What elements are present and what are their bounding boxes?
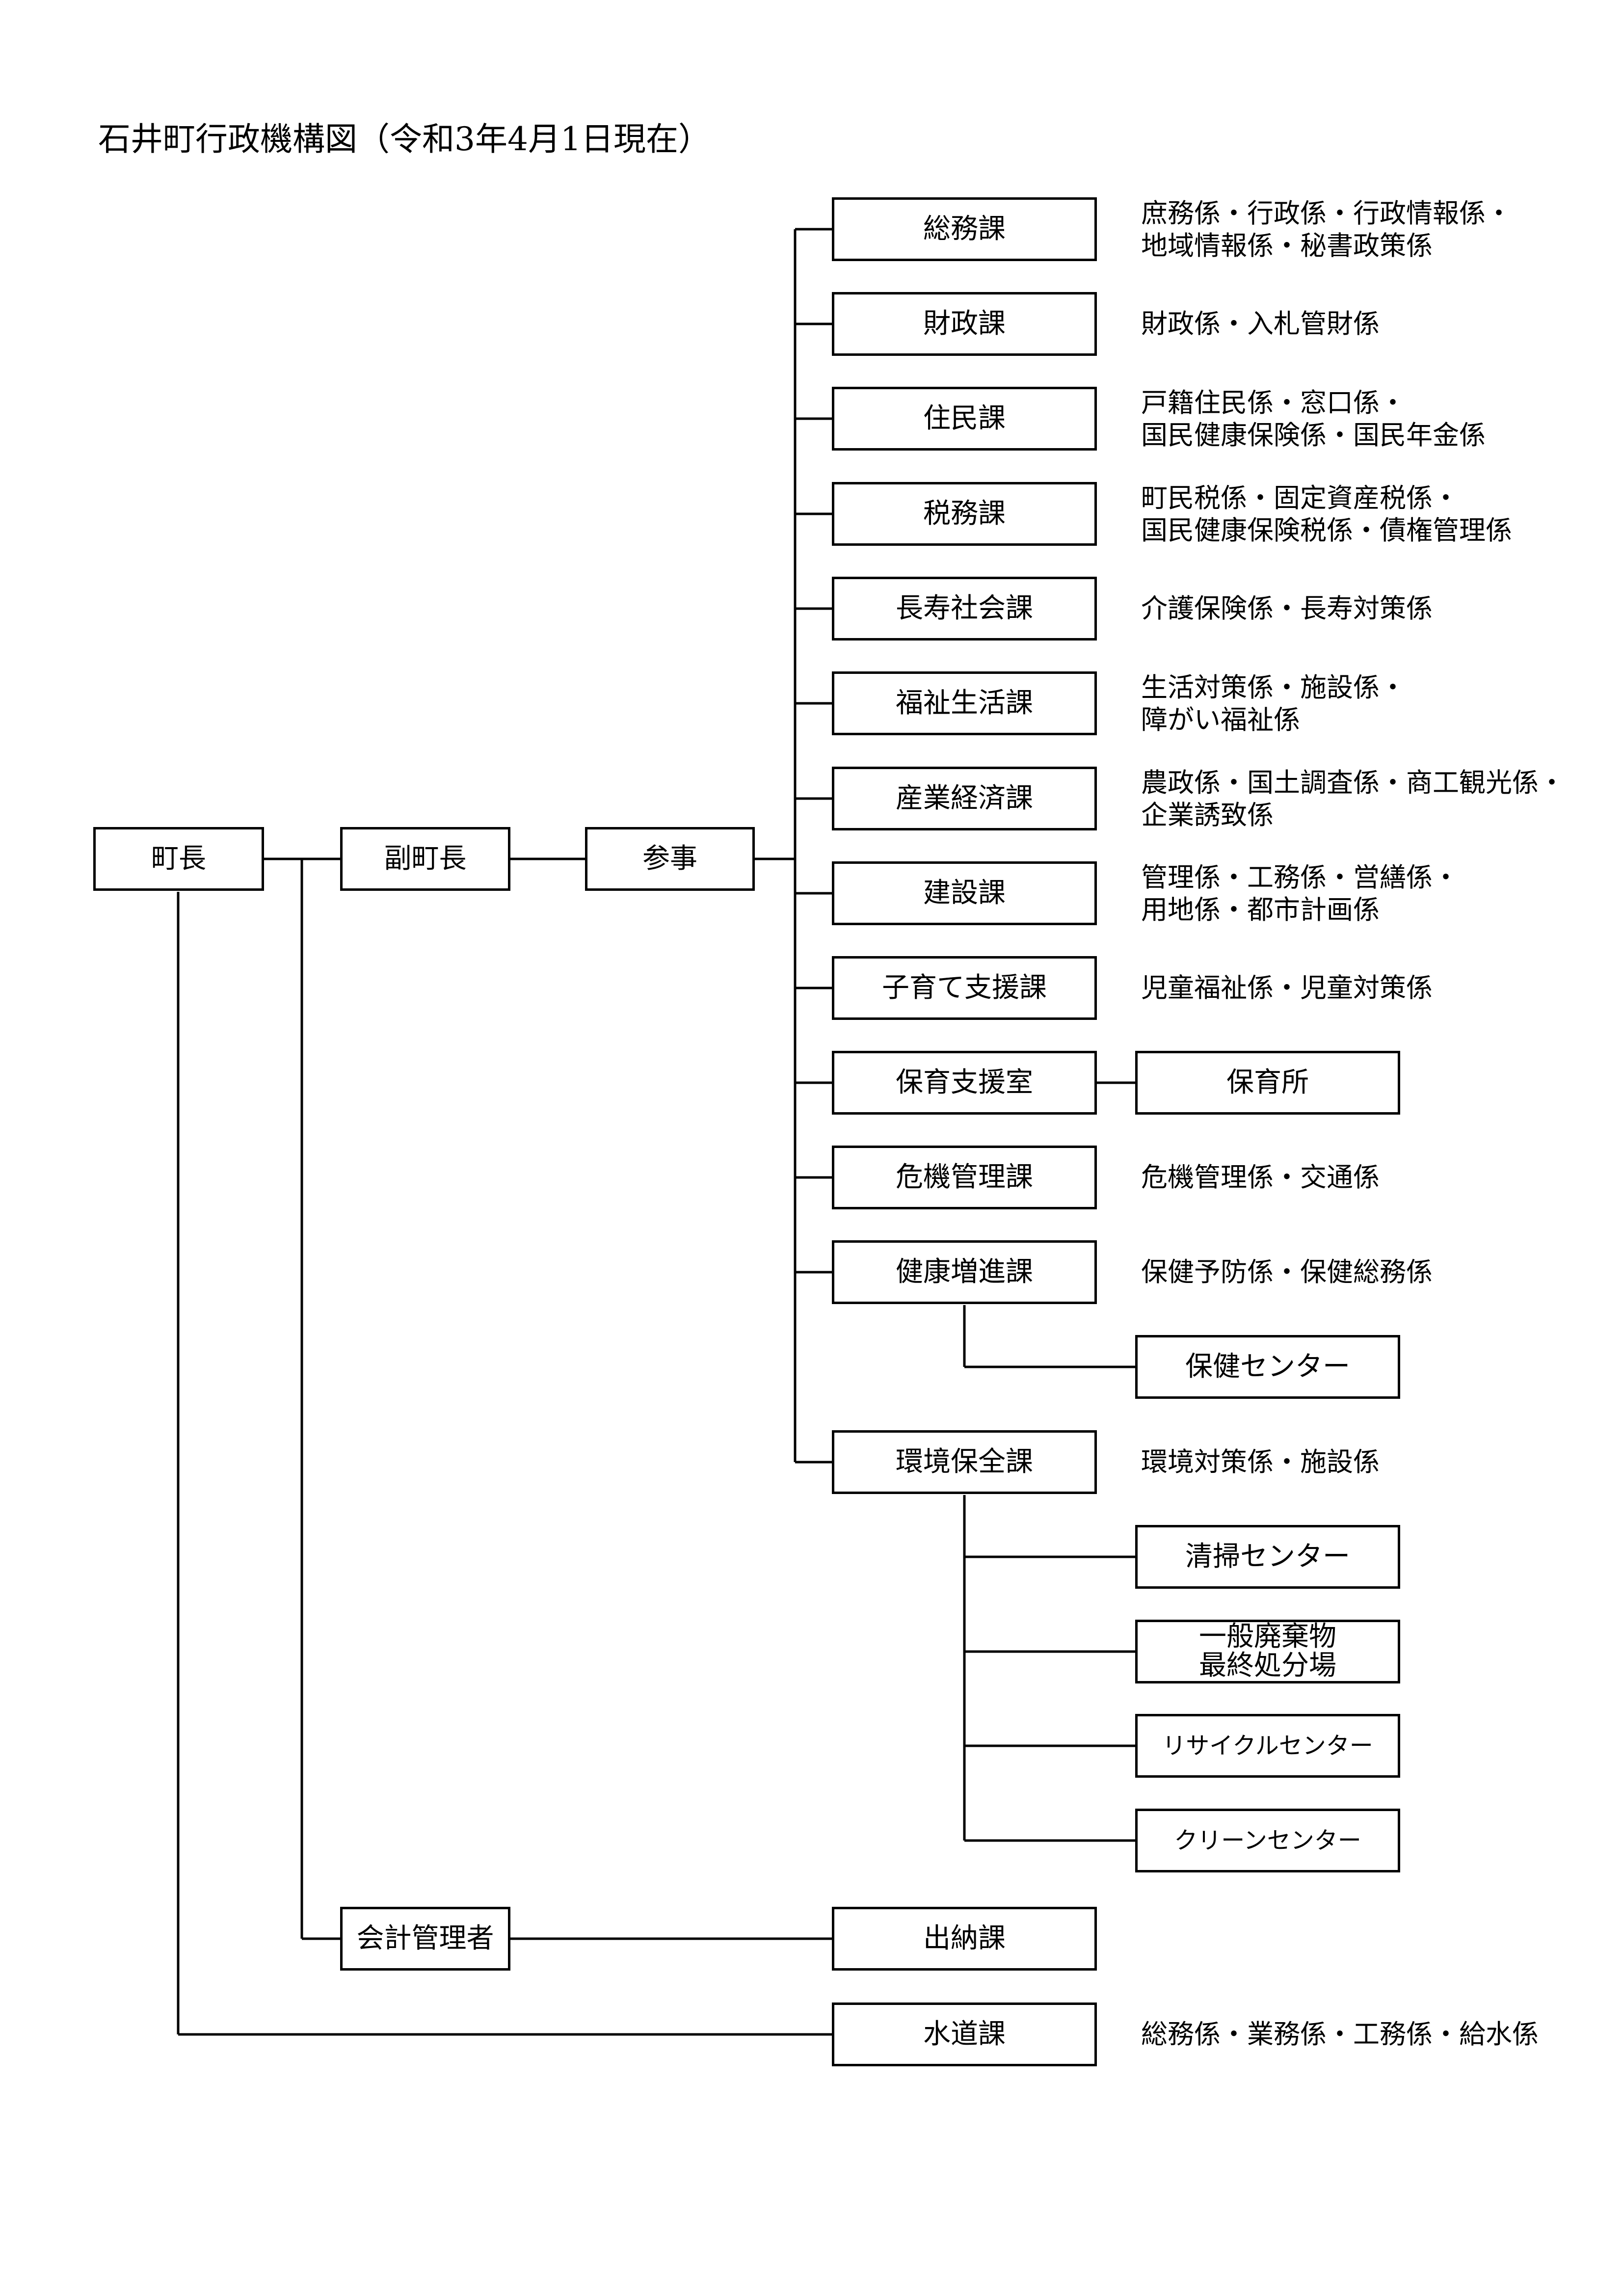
dept-box-soumu: 総務課 <box>832 197 1097 261</box>
accountant-box: 会計管理者 <box>340 1907 510 1971</box>
accountant-label: 会計管理者 <box>356 1922 494 1954</box>
deputy-mayor-box: 副町長 <box>340 827 510 891</box>
dept-sections-kankyo: 環境対策係・施設係 <box>1141 1446 1380 1478</box>
section-text: 国民健康保険税係・債権管理係 <box>1141 515 1512 546</box>
facility-box-cleaning-center: 清掃センター <box>1135 1525 1400 1589</box>
facility-box-landfill: 一般廃棄物 最終処分場 <box>1135 1620 1400 1683</box>
counselor-label: 参事 <box>642 842 697 875</box>
dept-box-kankyo: 環境保全課 <box>832 1430 1097 1494</box>
section-text: 環境対策係・施設係 <box>1141 1446 1380 1477</box>
facility-label: クリーンセンター <box>1174 1826 1361 1854</box>
dept-box-kenko: 健康増進課 <box>832 1240 1097 1304</box>
dept-box-fukushi: 福祉生活課 <box>832 671 1097 735</box>
dept-box-suitou: 出納課 <box>832 1907 1097 1971</box>
dept-box-suido: 水道課 <box>832 2002 1097 2066</box>
dept-box-jumin: 住民課 <box>832 387 1097 451</box>
dept-box-sangyo: 産業経済課 <box>832 767 1097 830</box>
facility-label-line1: 一般廃棄物 <box>1199 1621 1336 1653</box>
dept-sections-fukushi: 生活対策係・施設係・ 障がい福祉係 <box>1141 671 1406 736</box>
section-text: 用地係・都市計画係 <box>1141 894 1380 925</box>
facility-label: 保健センター <box>1185 1350 1350 1383</box>
dept-label: 保育支援室 <box>896 1066 1033 1098</box>
facility-label: リサイクルセンター <box>1162 1732 1373 1760</box>
section-text: 農政係・国土調査係・商工観光係・ <box>1141 767 1565 798</box>
facility-box-clean-center: クリーンセンター <box>1135 1809 1400 1872</box>
section-text: 庶務係・行政係・行政情報係・ <box>1141 198 1512 229</box>
section-text: 地域情報係・秘書政策係 <box>1141 230 1433 261</box>
dept-sections-suido: 総務係・業務係・工務係・給水係 <box>1141 2018 1539 2051</box>
dept-sections-kiki: 危機管理係・交通係 <box>1141 1161 1380 1194</box>
section-text: 国民健康保険係・国民年金係 <box>1141 420 1486 451</box>
section-text: 総務係・業務係・工務係・給水係 <box>1141 2019 1539 2050</box>
dept-sections-sangyo: 農政係・国土調査係・商工観光係・ 企業誘致係 <box>1141 767 1565 831</box>
dept-label: 住民課 <box>923 402 1006 434</box>
section-text: 介護保険係・長寿対策係 <box>1141 593 1433 624</box>
facility-box-nursery: 保育所 <box>1135 1051 1400 1115</box>
dept-sections-kensetsu: 管理係・工務係・営繕係・ 用地係・都市計画係 <box>1141 861 1459 926</box>
section-text: 町民税係・固定資産税係・ <box>1141 482 1459 513</box>
dept-box-kiki: 危機管理課 <box>832 1146 1097 1209</box>
dept-box-zaisei: 財政課 <box>832 292 1097 356</box>
section-text: 戸籍住民係・窓口係・ <box>1141 387 1406 418</box>
section-text: 生活対策係・施設係・ <box>1141 672 1406 703</box>
dept-box-zeimu: 税務課 <box>832 482 1097 546</box>
dept-sections-kenko: 保健予防係・保健総務係 <box>1141 1256 1433 1288</box>
dept-label: 建設課 <box>923 877 1006 909</box>
dept-label: 子育て支援課 <box>882 971 1047 1004</box>
section-text: 管理係・工務係・営繕係・ <box>1141 862 1459 893</box>
dept-sections-kosodate: 児童福祉係・児童対策係 <box>1141 972 1433 1004</box>
dept-label: 出納課 <box>923 1922 1006 1954</box>
facility-label: 保育所 <box>1226 1066 1309 1098</box>
dept-box-kosodate: 子育て支援課 <box>832 956 1097 1020</box>
dept-label: 環境保全課 <box>896 1445 1033 1478</box>
dept-box-kensetsu: 建設課 <box>832 861 1097 925</box>
facility-box-recycle-center: リサイクルセンター <box>1135 1714 1400 1778</box>
facility-label-line2: 最終処分場 <box>1199 1650 1336 1682</box>
dept-label: 福祉生活課 <box>896 687 1033 719</box>
dept-sections-jumin: 戸籍住民係・窓口係・ 国民健康保険係・国民年金係 <box>1141 387 1486 452</box>
facility-label: 清掃センター <box>1185 1540 1350 1573</box>
dept-sections-soumu: 庶務係・行政係・行政情報係・ 地域情報係・秘書政策係 <box>1141 197 1512 262</box>
dept-label: 税務課 <box>923 497 1006 530</box>
dept-sections-choju: 介護保険係・長寿対策係 <box>1141 592 1433 625</box>
section-text: 財政係・入札管財係 <box>1141 308 1380 339</box>
dept-box-choju: 長寿社会課 <box>832 577 1097 641</box>
dept-label: 長寿社会課 <box>896 592 1033 624</box>
facility-box-health-center: 保健センター <box>1135 1335 1400 1399</box>
dept-label: 産業経済課 <box>896 782 1033 814</box>
counselor-box: 参事 <box>585 827 755 891</box>
mayor-label: 町長 <box>151 842 206 875</box>
dept-label: 財政課 <box>923 307 1006 340</box>
dept-box-hoiku: 保育支援室 <box>832 1051 1097 1115</box>
section-text: 障がい福祉係 <box>1141 704 1300 735</box>
dept-sections-zeimu: 町民税係・固定資産税係・ 国民健康保険税係・債権管理係 <box>1141 482 1512 547</box>
dept-label: 危機管理課 <box>896 1161 1033 1193</box>
section-text: 企業誘致係 <box>1141 800 1274 830</box>
dept-label: 総務課 <box>923 213 1006 245</box>
section-text: 保健予防係・保健総務係 <box>1141 1256 1433 1287</box>
mayor-box: 町長 <box>93 827 264 891</box>
dept-sections-zaisei: 財政係・入札管財係 <box>1141 308 1380 340</box>
section-text: 児童福祉係・児童対策係 <box>1141 972 1433 1003</box>
dept-label: 水道課 <box>923 2018 1006 2050</box>
deputy-mayor-label: 副町長 <box>384 842 467 875</box>
dept-label: 健康増進課 <box>896 1255 1033 1288</box>
section-text: 危機管理係・交通係 <box>1141 1162 1380 1193</box>
page-title: 石井町行政機構図（令和3年4月1日現在） <box>98 120 711 158</box>
